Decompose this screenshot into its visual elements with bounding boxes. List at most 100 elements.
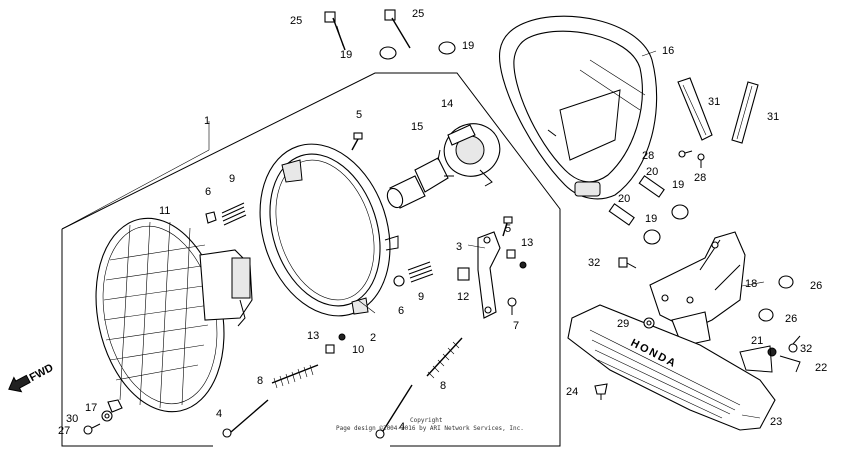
nut-13-left[interactable] <box>338 333 346 341</box>
nut-10-left[interactable] <box>325 344 335 354</box>
callout-32-left: 32 <box>588 257 600 269</box>
fwd-label: FWD <box>28 362 56 384</box>
bolt-32-left[interactable] <box>618 257 637 269</box>
grommet-26-a[interactable] <box>778 275 794 289</box>
callout-6-right: 6 <box>398 305 404 317</box>
callout-23: 23 <box>770 416 782 428</box>
reflector-strip-left[interactable] <box>677 77 713 141</box>
bolt-32-right[interactable] <box>788 335 801 353</box>
bolt-25-right[interactable] <box>384 9 411 49</box>
grommet-19-a[interactable] <box>379 46 397 60</box>
callout-5-right: 5 <box>505 223 511 235</box>
callout-13-right: 13 <box>521 237 533 249</box>
screw-4-left[interactable] <box>222 399 269 438</box>
callout-7: 7 <box>513 320 519 332</box>
leader-lines <box>61 50 765 419</box>
callout-10: 10 <box>352 344 364 356</box>
callout-24: 24 <box>566 386 578 398</box>
bolt-25-left[interactable] <box>324 11 346 51</box>
copyright-line2: Page design ©2004-2016 by ARI Network Se… <box>336 425 524 432</box>
screw-24[interactable] <box>594 383 608 400</box>
callout-25-left: 25 <box>290 15 302 27</box>
stay-bracket[interactable] <box>649 231 746 347</box>
callout-21: 21 <box>751 335 763 347</box>
screw-28-b[interactable] <box>697 153 705 168</box>
reflector-strip-right[interactable] <box>731 81 759 144</box>
callout-26-b: 26 <box>785 313 797 325</box>
callout-4-right: 4 <box>399 421 405 433</box>
nut-29[interactable] <box>643 317 655 329</box>
spring-8-right[interactable] <box>426 337 463 379</box>
callout-28-b: 28 <box>694 172 706 184</box>
nut-10-right[interactable] <box>506 249 516 259</box>
callout-19-c: 19 <box>672 179 684 191</box>
callout-29: 29 <box>617 318 629 330</box>
washer-30[interactable] <box>101 410 113 422</box>
emblem-cover[interactable]: HONDA <box>567 304 776 431</box>
callout-28-a: 28 <box>642 150 654 162</box>
screw-28-a[interactable] <box>678 150 693 158</box>
callout-13-left: 13 <box>307 330 319 342</box>
callout-27: 27 <box>58 425 70 437</box>
mount-bracket[interactable] <box>477 231 501 319</box>
copyright-line1: Copyright <box>410 417 443 424</box>
callout-20-b: 20 <box>618 193 630 205</box>
nut-13-right[interactable] <box>519 261 527 269</box>
callout-3: 3 <box>456 241 462 253</box>
callout-4-left: 4 <box>216 408 222 420</box>
callout-31-right: 31 <box>767 111 779 123</box>
grommet-19-b[interactable] <box>438 41 456 55</box>
callout-2: 2 <box>370 332 376 344</box>
headlight-bulb[interactable] <box>384 149 454 210</box>
callout-5-top: 5 <box>356 109 362 121</box>
callout-6-left: 6 <box>205 186 211 198</box>
screw-27[interactable] <box>83 423 101 435</box>
collar-20-b[interactable] <box>608 203 635 226</box>
callout-9-right: 9 <box>418 291 424 303</box>
callout-19-d: 19 <box>645 213 657 225</box>
screw-4-right[interactable] <box>375 384 413 439</box>
callout-19-a: 19 <box>340 49 352 61</box>
grommet-19-c[interactable] <box>671 204 689 220</box>
spring-9-right[interactable] <box>407 261 434 283</box>
bolt-7[interactable] <box>507 297 517 315</box>
headlight-unit[interactable] <box>79 206 253 423</box>
nut-6-right[interactable] <box>393 275 405 287</box>
callout-19-b: 19 <box>462 40 474 52</box>
nut-6-left[interactable] <box>205 211 217 224</box>
callout-labels: 1 2 3 4 4 5 5 6 6 7 8 8 9 9 10 11 12 13 … <box>58 8 827 437</box>
callout-16: 16 <box>662 45 674 57</box>
collar-20-a[interactable] <box>638 175 665 198</box>
callout-20-a: 20 <box>646 166 658 178</box>
callout-22: 22 <box>815 362 827 374</box>
callout-17: 17 <box>85 402 97 414</box>
nut-12[interactable] <box>457 267 470 281</box>
screw-5-right[interactable] <box>502 216 513 237</box>
callout-8-right: 8 <box>440 380 446 392</box>
screw-5-top[interactable] <box>351 132 363 151</box>
callout-26-a: 26 <box>810 280 822 292</box>
assembly-outline <box>61 72 561 447</box>
bulb-socket-cover[interactable] <box>437 116 507 187</box>
callout-30: 30 <box>66 413 78 425</box>
callout-14: 14 <box>441 98 453 110</box>
callout-15: 15 <box>411 121 423 133</box>
headlight-case[interactable] <box>498 15 658 200</box>
callout-11: 11 <box>159 205 170 217</box>
callout-1: 1 <box>204 115 210 127</box>
copyright-notice: Copyright Page design ©2004-2016 by ARI … <box>336 417 524 432</box>
callout-8-left: 8 <box>257 375 263 387</box>
callout-12: 12 <box>457 291 469 303</box>
nut-17[interactable] <box>107 399 123 413</box>
fwd-arrow: FWD <box>8 362 56 393</box>
spring-9-left[interactable] <box>221 202 247 226</box>
clip-22[interactable] <box>739 345 801 373</box>
spring-8-left[interactable] <box>271 364 319 389</box>
grommet-26-b[interactable] <box>758 308 774 322</box>
grommet-19-d[interactable] <box>643 229 661 245</box>
nut-21[interactable] <box>767 347 777 357</box>
headlight-rim[interactable] <box>239 127 411 333</box>
callout-32-right: 32 <box>800 343 812 355</box>
callout-9-left: 9 <box>229 173 235 185</box>
